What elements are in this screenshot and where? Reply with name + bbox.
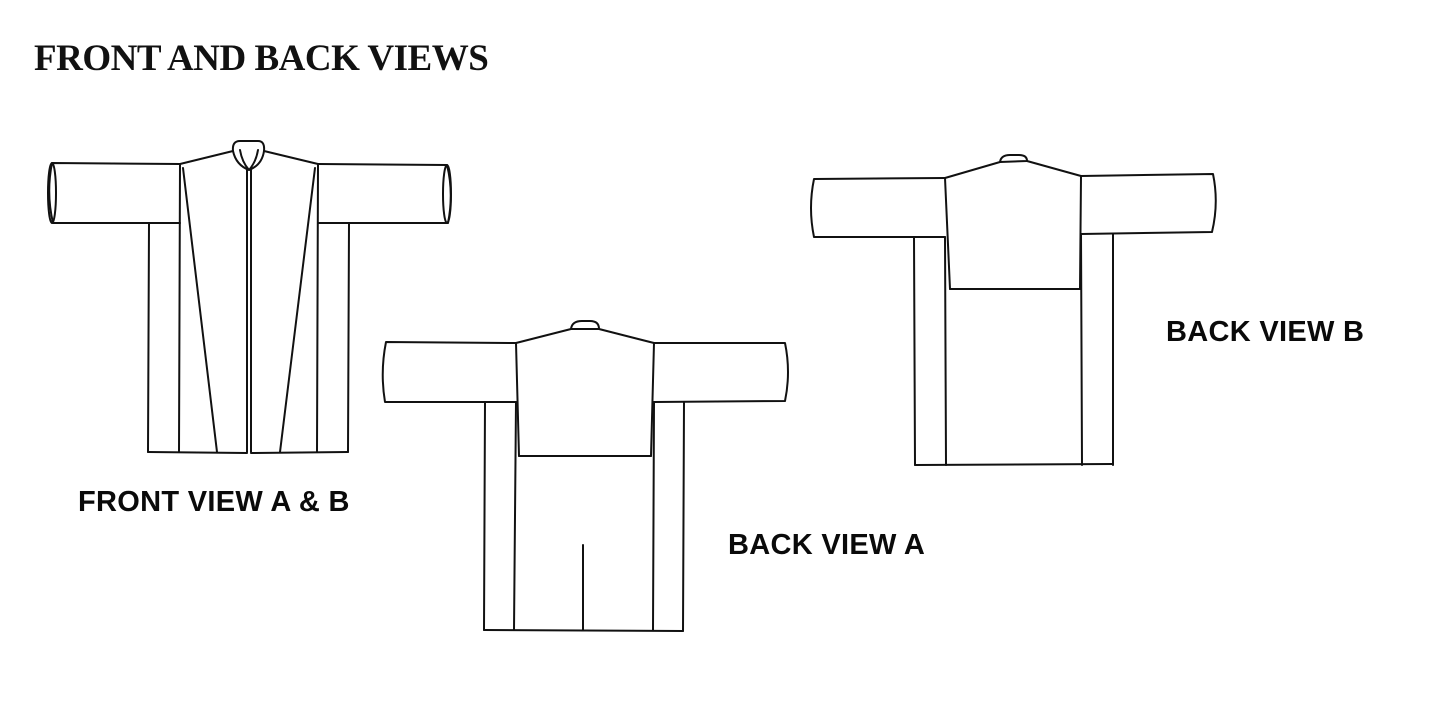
front-view-label: FRONT VIEW A & B [78,486,350,518]
back-view-a-label: BACK VIEW A [728,529,926,561]
page-title: FRONT AND BACK VIEWS [34,38,489,79]
garment-front-view-illustration [47,140,452,454]
back-view-b-label: BACK VIEW B [1166,316,1365,348]
garment-back-view-a-illustration [381,320,789,632]
garment-back-view-b-illustration [810,154,1217,466]
